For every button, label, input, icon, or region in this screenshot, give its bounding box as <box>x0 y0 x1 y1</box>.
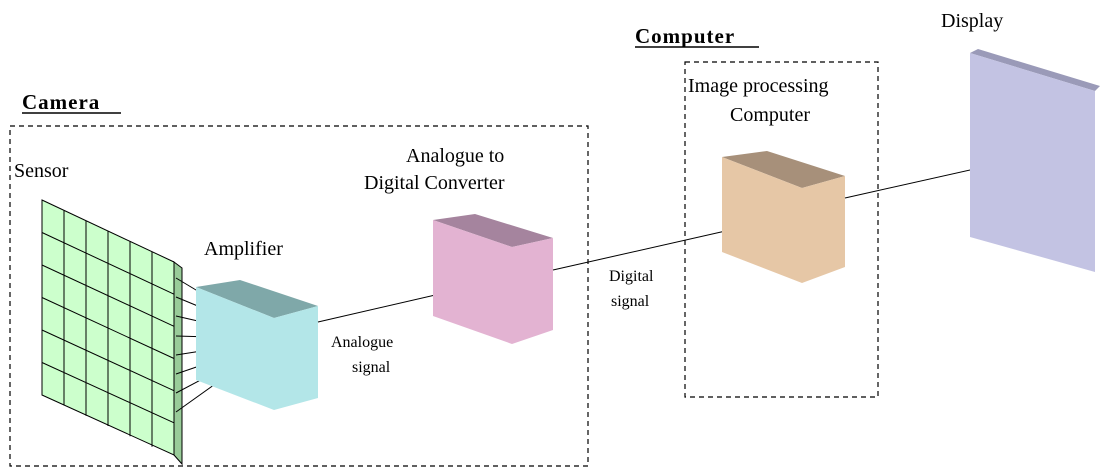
digital-signal-label-1: Digital <box>609 268 654 285</box>
processing-label-line2: Computer <box>730 104 810 126</box>
analogue-signal-label-2: signal <box>352 359 391 376</box>
analogue-signal-label-1: Analogue <box>331 334 393 351</box>
camera-boundary <box>9 125 589 467</box>
computer-group-title: Computer <box>635 24 735 48</box>
display-top-edge <box>970 49 1100 91</box>
adc-box <box>433 214 553 344</box>
digital-signal-line <box>552 224 753 271</box>
sensor-label: Sensor <box>14 160 69 182</box>
processing-top <box>722 151 845 188</box>
camera-group-title: Camera <box>22 90 100 114</box>
amplifier-side <box>274 306 318 410</box>
amplifier-label: Amplifier <box>204 238 283 260</box>
display-label: Display <box>941 10 1003 32</box>
processing-side <box>802 176 845 283</box>
digital-signal-label-2: signal <box>611 293 650 310</box>
display-face <box>970 53 1095 272</box>
adc-label-line1: Analogue to <box>406 145 504 167</box>
computer-boundary <box>684 61 879 398</box>
display-panel <box>970 49 1100 272</box>
processing-label-line1: Image processing <box>688 75 829 97</box>
adc-front <box>433 220 512 344</box>
amplifier-front-left <box>196 287 274 410</box>
adc-top <box>433 214 553 247</box>
sensor-panel <box>41 199 183 466</box>
amplifier-top <box>196 280 318 318</box>
amplifier-box <box>196 280 318 410</box>
processing-front <box>722 157 802 283</box>
adc-side <box>512 238 553 344</box>
processing-computer-box <box>722 151 845 283</box>
sensor-edge <box>173 261 183 466</box>
adc-label-line2: Digital Converter <box>364 172 505 194</box>
sensor-grid-lines <box>41 210 175 447</box>
